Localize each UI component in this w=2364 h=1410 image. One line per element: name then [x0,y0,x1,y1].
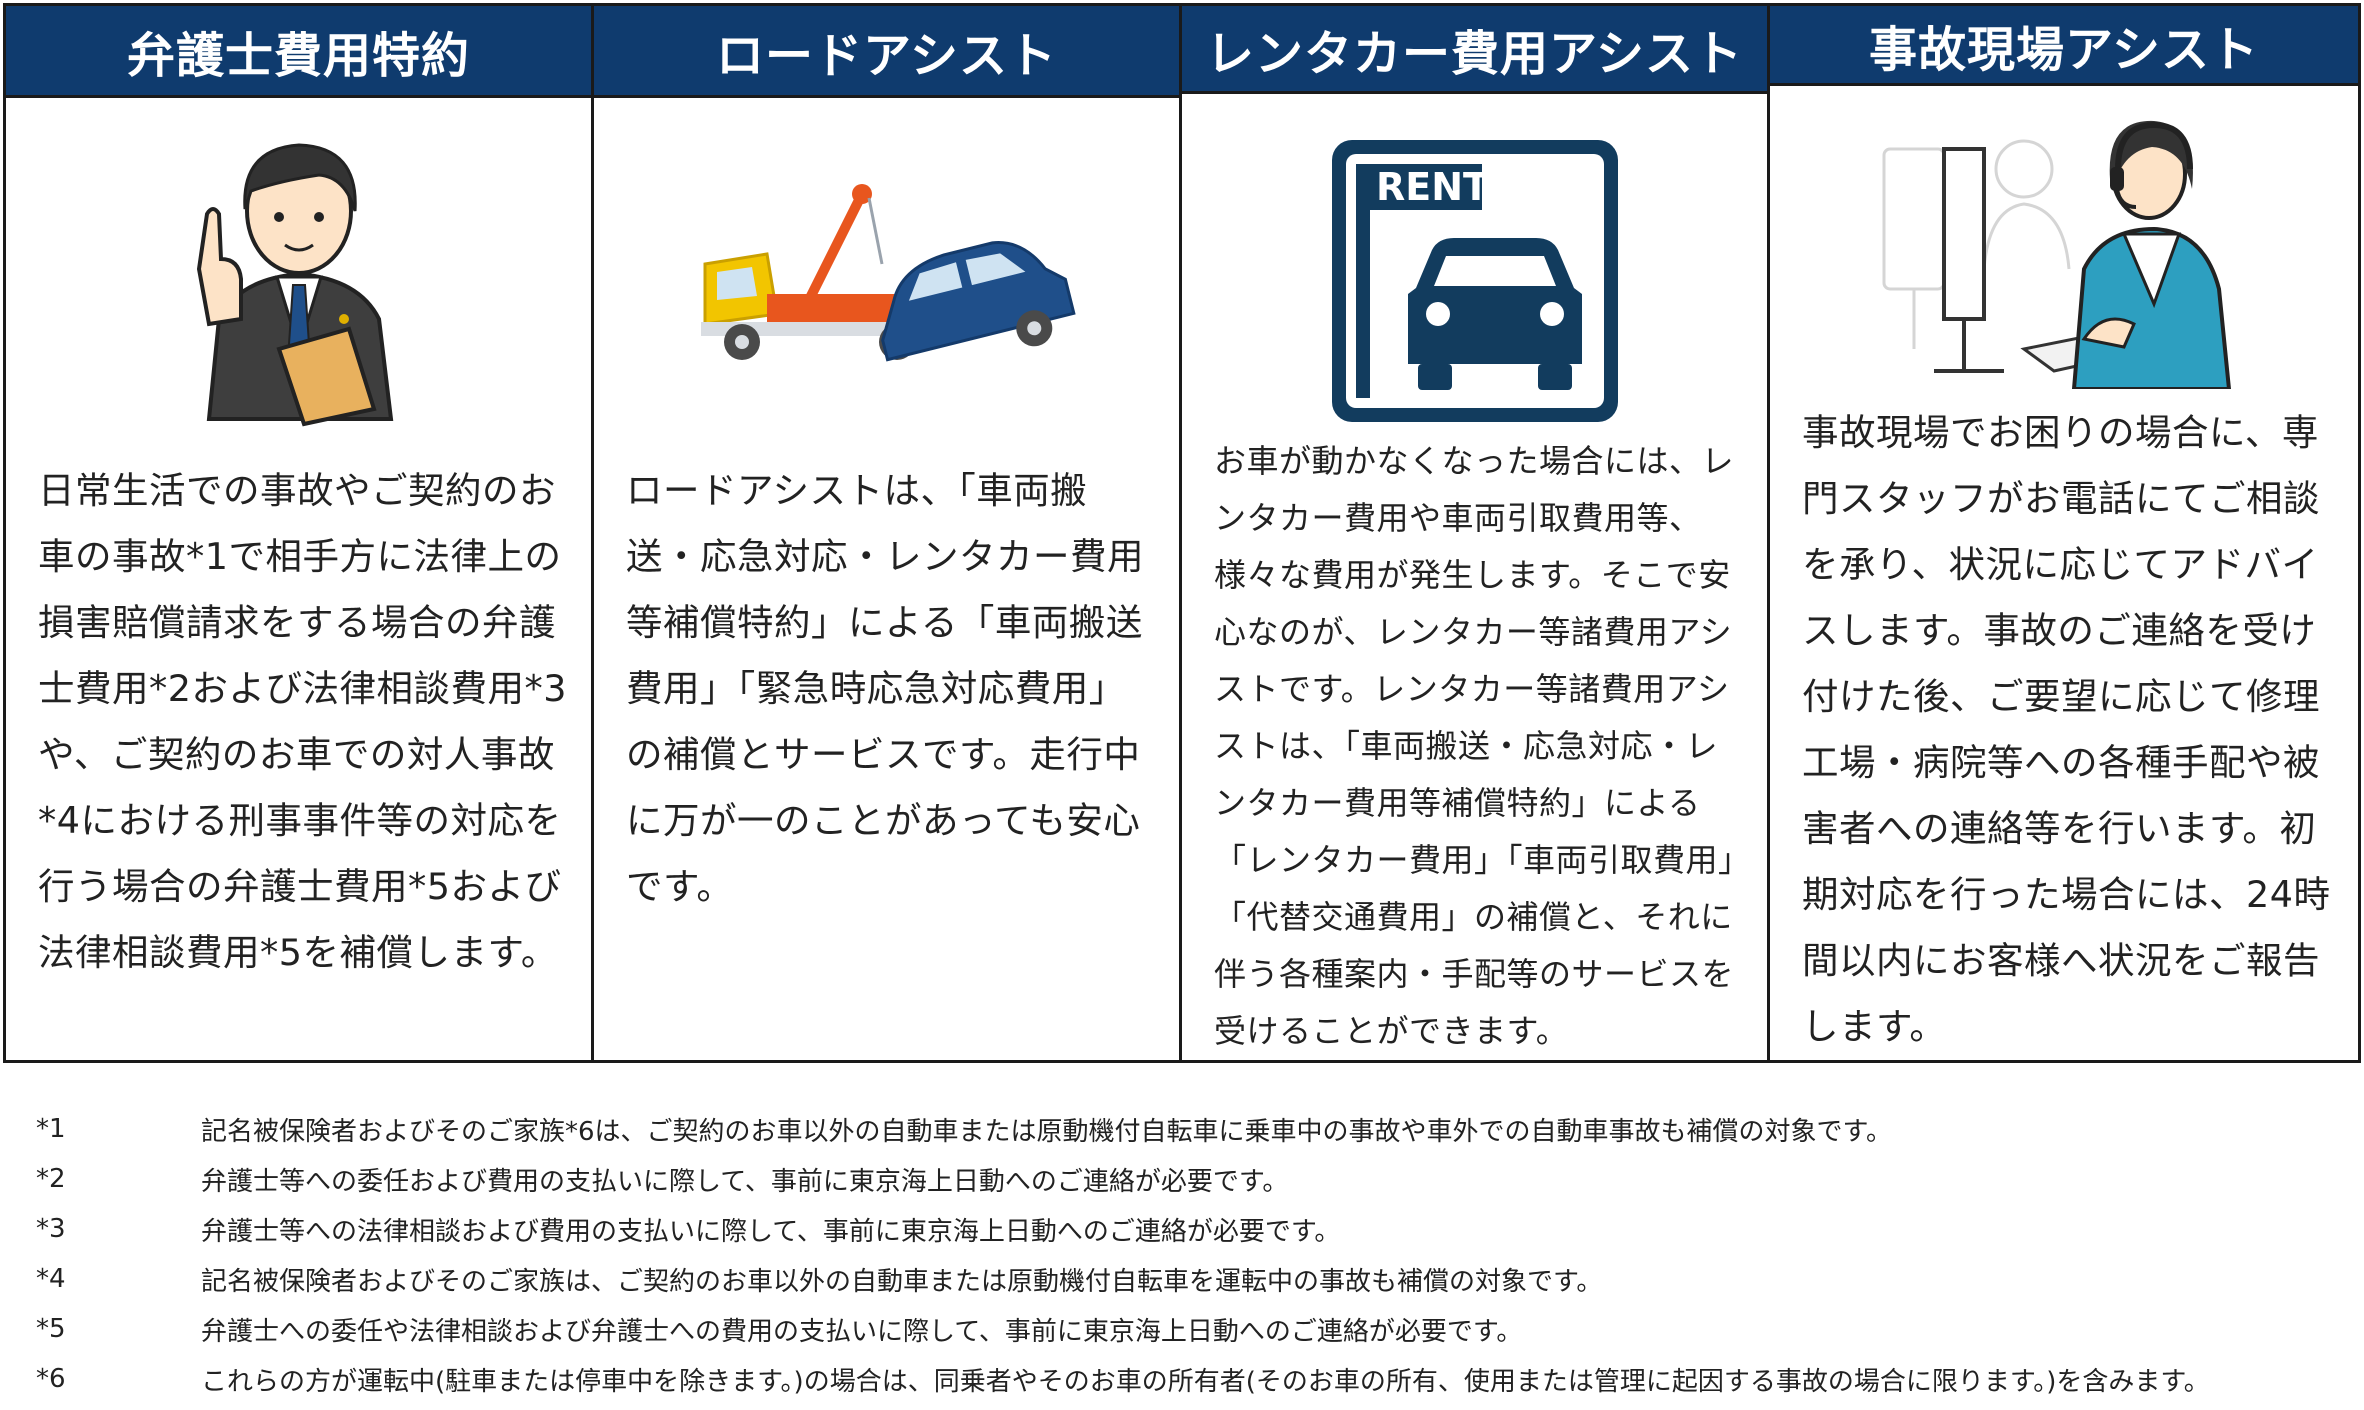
column-lawyer-fee: 弁護士費用特約 日常生活での事故やご契約のお車の事故*1で相手方に法律上の [6,6,594,1060]
footnote: *6 これらの方が運転中(駐車または停車中を除きます。)の場合は、同乗者やそのお… [36,1354,2336,1404]
footnote: *2 弁護士等への委任および費用の支払いに際して、事前に東京海上日動へのご連絡が… [36,1154,2336,1204]
service-table: 弁護士費用特約 日常生活での事故やご契約のお車の事故*1で相手方に法律上の [3,3,2361,1063]
footnote: *4 記名被保険者およびそのご家族は、ご契約のお車以外の自動車または原動機付自転… [36,1254,2336,1304]
footnote-mark: *2 [36,1164,66,1194]
footnote-mark: *5 [36,1314,66,1344]
rent-label: RENT [1376,165,1489,209]
column-title: 弁護士費用特約 [6,6,591,98]
column-body: 日常生活での事故やご契約のお車の事故*1で相手方に法律上の損害賠償請求をする場合… [38,469,567,974]
footnote-text: 記名被保険者およびそのご家族*6は、ご契約のお車以外の自動車または原動機付自転車… [201,1116,1892,1147]
column-road-assist: ロードアシスト [594,6,1182,1060]
call-center-illustration-icon [1770,86,2358,392]
footnote-text: これらの方が運転中(駐車または停車中を除きます。)の場合は、同乗者やそのお車の所… [201,1366,2210,1397]
footnote-text: 弁護士等への委任および費用の支払いに際して、事前に東京海上日動へのご連絡が必要で… [201,1166,1289,1197]
footnote: *3 弁護士等への法律相談および費用の支払いに際して、事前に東京海上日動へのご連… [36,1204,2336,1254]
footnote: *5 弁護士への委任や法律相談および弁護士への費用の支払いに際して、事前に東京海… [36,1304,2336,1354]
lawyer-illustration-icon [6,98,591,450]
footnote-mark: *1 [36,1114,66,1144]
footnotes: *1 記名被保険者およびそのご家族*6は、ご契約のお車以外の自動車または原動機付… [36,1104,2336,1404]
footnote-text: 弁護士への委任や法律相談および弁護士への費用の支払いに際して、事前に東京海上日動… [201,1316,1523,1347]
column-title: レンタカー費用アシスト [1182,6,1767,95]
footnote-mark: *3 [36,1214,66,1244]
column-accident-assist: 事故現場アシスト [1770,6,2358,1060]
footnote-mark: *6 [36,1364,66,1394]
footnote: *1 記名被保険者およびそのご家族*6は、ご契約のお車以外の自動車または原動機付… [36,1104,2336,1154]
column-rental-car: レンタカー費用アシスト RENT お車が動かなくなった場合には、レンタカー費用や… [1182,6,1770,1060]
rent-car-icon: RENT [1182,94,1767,433]
column-body: ロードアシストは、「車両搬送・応急対応・レンタカー費用等補償特約」による「車両搬… [626,469,1144,908]
column-body: 事故現場でお困りの場合に、専門スタッフがお電話にてご相談を承り、状況に応じてアド… [1802,411,2331,1048]
footnote-text: 弁護士等への法律相談および費用の支払いに際して、事前に東京海上日動へのご連絡が必… [201,1216,1341,1247]
tow-truck-illustration-icon [594,98,1179,450]
column-title: ロードアシスト [594,6,1179,98]
footnote-mark: *4 [36,1264,66,1294]
column-body: お車が動かなくなった場合には、レンタカー費用や車両引取費用等、様々な費用が発生し… [1214,442,1735,1050]
footnote-text: 記名被保険者およびそのご家族は、ご契約のお車以外の自動車または原動機付自転車を運… [201,1266,1603,1297]
column-title: 事故現場アシスト [1770,6,2358,87]
